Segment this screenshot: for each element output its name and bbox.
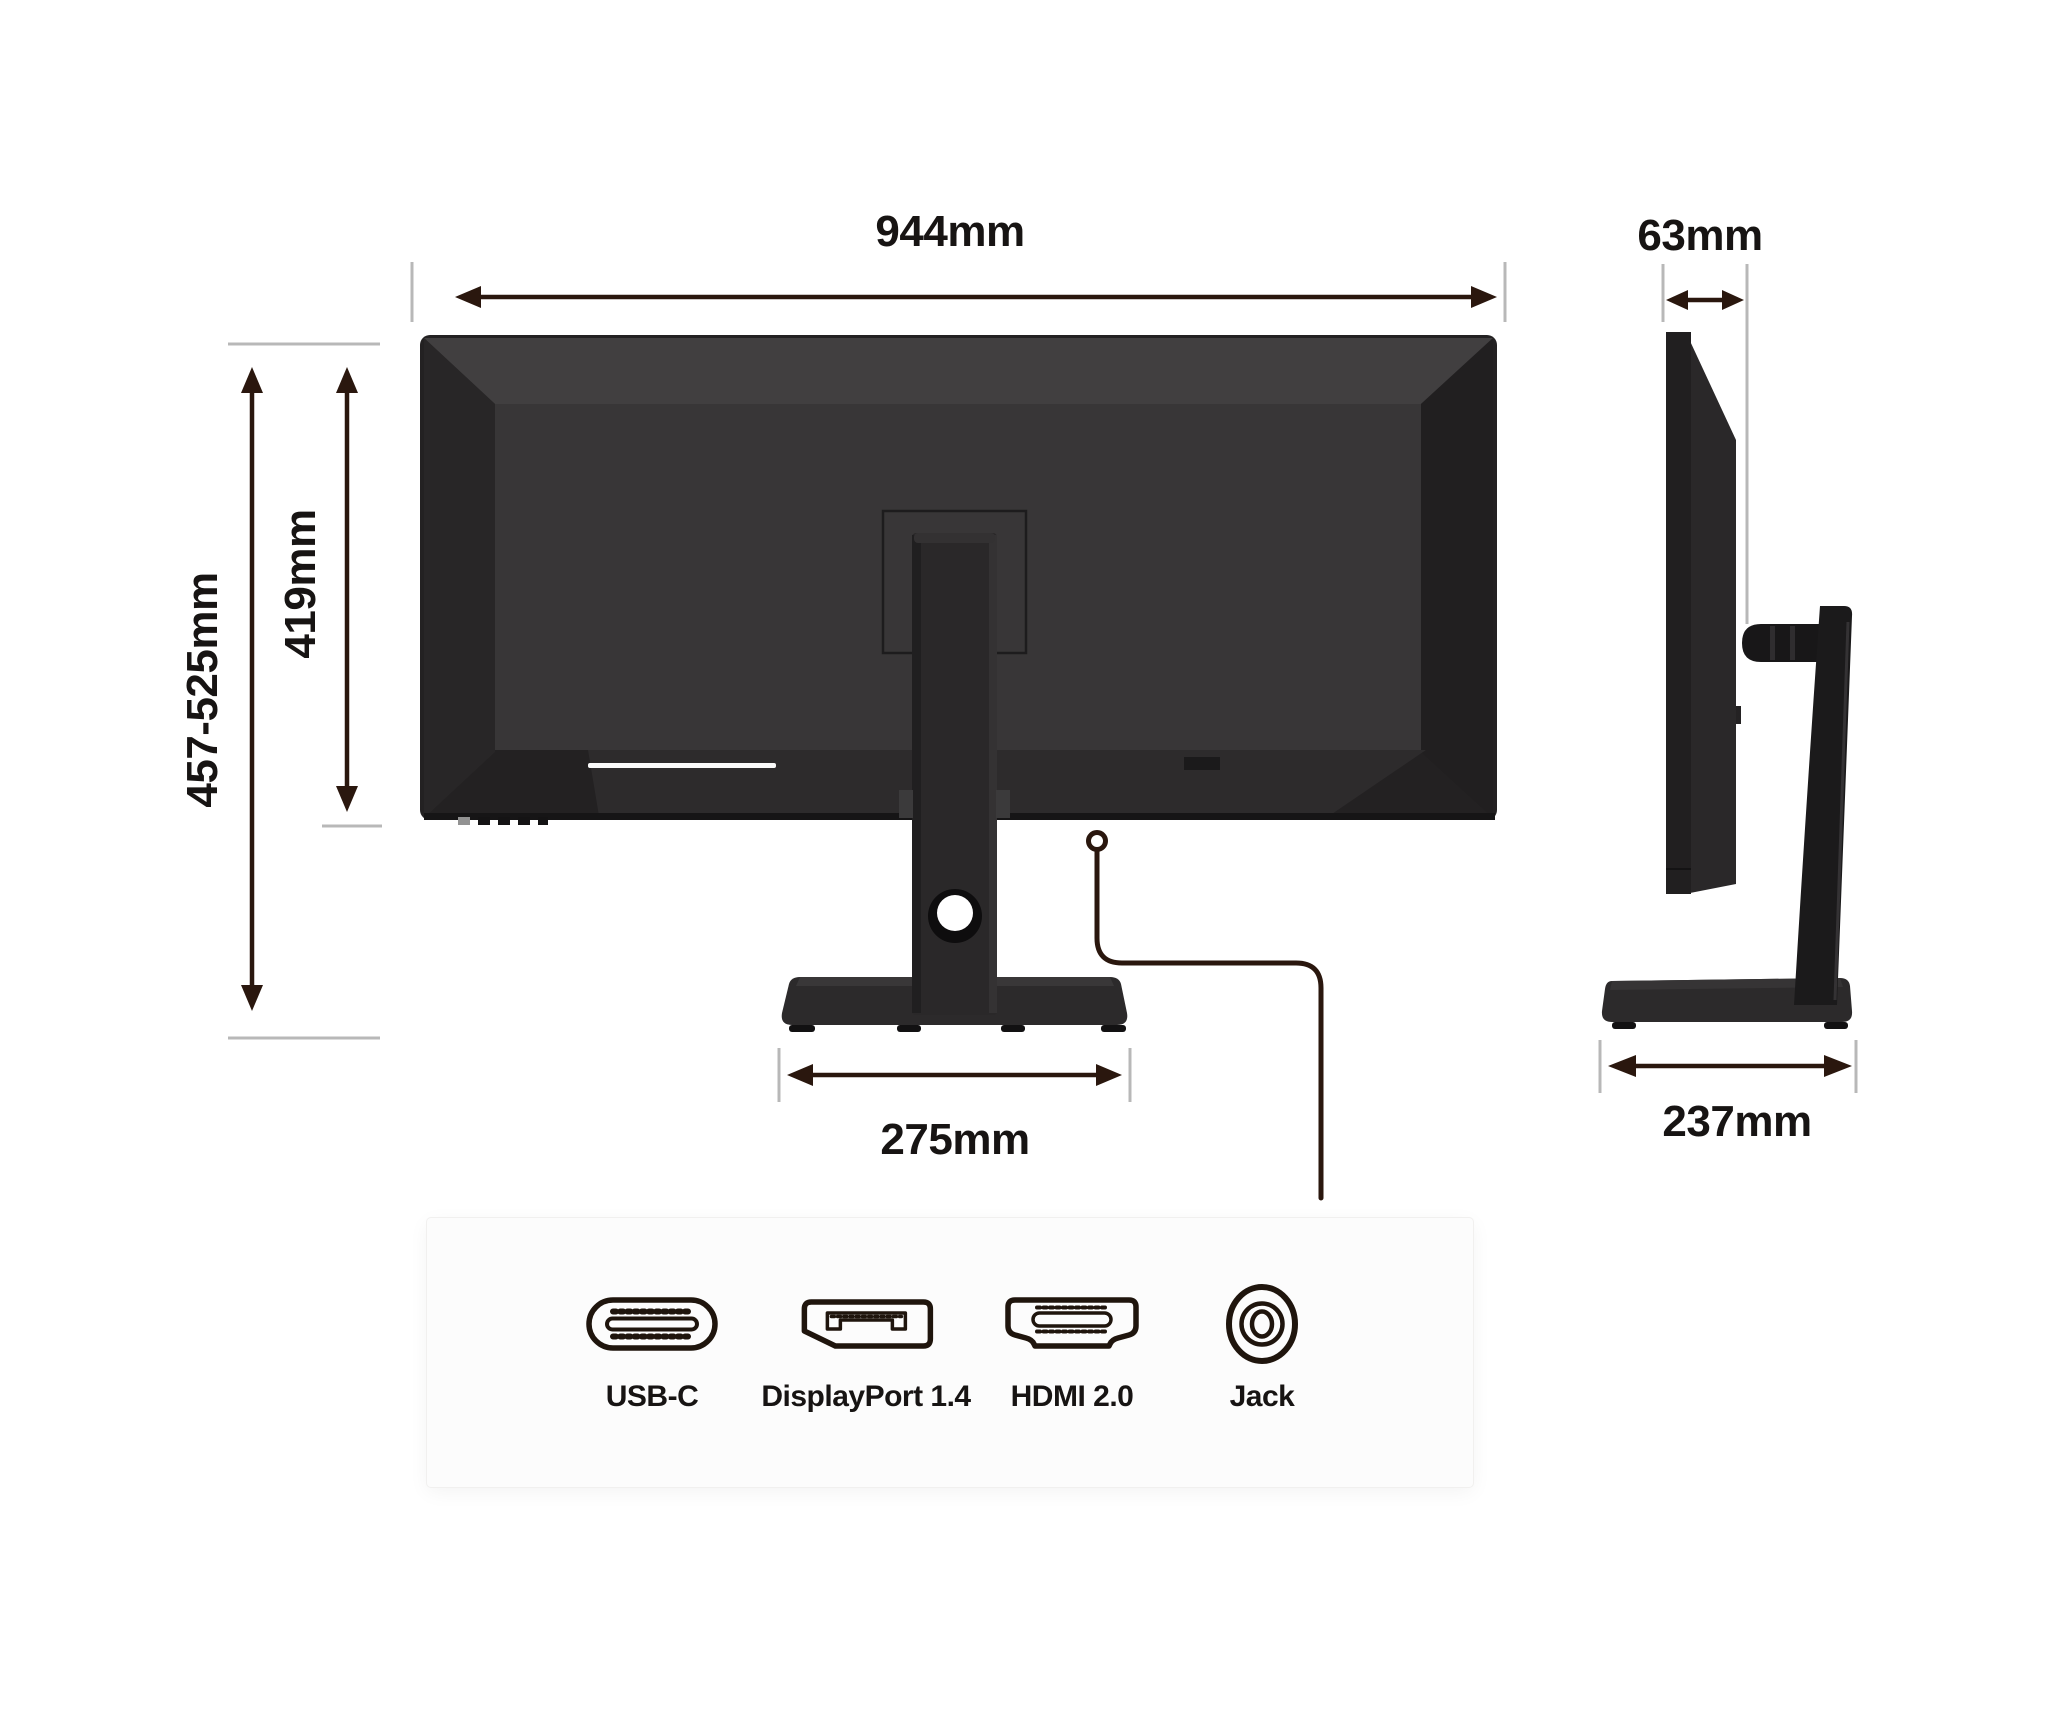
port-label: Jack xyxy=(1229,1380,1295,1413)
displayport-icon xyxy=(801,1299,933,1349)
base-foot xyxy=(897,1025,921,1032)
port-displayport: DisplayPort 1.4 xyxy=(761,1278,971,1414)
chin-highlight-strip xyxy=(588,763,776,768)
port-usb-c: USB-C xyxy=(585,1278,719,1414)
base-foot xyxy=(1001,1025,1025,1032)
hdmi-icon xyxy=(1005,1297,1139,1349)
jack-callout-dot xyxy=(1086,830,1108,852)
dim-stand-width-275 xyxy=(777,1048,1132,1102)
side-base-foot xyxy=(1612,1022,1636,1029)
stand-column xyxy=(912,533,997,1015)
dim-label-base-depth: 237mm xyxy=(1662,1097,1812,1146)
side-stand-column xyxy=(1794,606,1853,1005)
stand-column-right-edge xyxy=(989,535,997,1013)
dim-base-depth-237 xyxy=(1598,1040,1858,1093)
side-base-foot xyxy=(1824,1022,1848,1029)
usb-c-icon xyxy=(586,1297,718,1351)
dim-depth-63 xyxy=(1661,264,1749,624)
dim-panel-height-419 xyxy=(322,367,382,828)
cable-hole xyxy=(937,895,973,931)
jack-icon xyxy=(1226,1284,1298,1364)
side-hinge-arm xyxy=(1742,624,1822,662)
dim-label-depth: 63mm xyxy=(1637,211,1763,260)
port-label: HDMI 2.0 xyxy=(1010,1380,1134,1413)
jack-callout-line xyxy=(1094,847,1324,1201)
ports-panel: USB-C DisplayPort 1.4 HDM xyxy=(427,1218,1473,1487)
neck-tab-right xyxy=(996,790,1010,818)
chin-notch xyxy=(1184,757,1220,770)
port-label: DisplayPort 1.4 xyxy=(761,1380,971,1413)
side-column-highlight xyxy=(1833,621,1850,1001)
base-foot xyxy=(789,1025,815,1032)
port-label: USB-C xyxy=(605,1380,699,1413)
dim-label-width: 944mm xyxy=(875,207,1025,256)
dim-label-total-height: 457-525mm xyxy=(178,572,227,808)
side-back-housing xyxy=(1690,341,1736,893)
dim-label-stand-width: 275mm xyxy=(880,1115,1030,1164)
rear-view xyxy=(420,335,1497,1032)
side-housing-nub xyxy=(1736,706,1741,724)
side-front-slab xyxy=(1666,332,1691,894)
hinge-detail xyxy=(1790,626,1795,660)
port-jack: Jack xyxy=(1220,1278,1304,1414)
dim-label-panel-height: 419mm xyxy=(276,509,325,659)
port-hdmi: HDMI 2.0 xyxy=(1003,1278,1141,1414)
dimension-lines xyxy=(228,262,1858,1102)
osd-buttons xyxy=(458,817,548,825)
monitor-left-bevel xyxy=(424,338,495,818)
side-view xyxy=(1601,332,1853,1029)
hinge-detail xyxy=(1770,626,1775,660)
jack-callout xyxy=(1086,830,1324,1201)
base-foot xyxy=(1101,1025,1126,1032)
dim-width-944 xyxy=(410,262,1507,322)
monitor-top-bevel xyxy=(424,338,1493,404)
stand-column-left-edge xyxy=(912,535,921,1013)
column-top-cap xyxy=(914,533,995,543)
monitor-right-bevel xyxy=(1421,338,1493,818)
side-base-top-face xyxy=(1610,978,1843,990)
dim-total-height-457-525 xyxy=(228,367,380,1040)
neck-tab-left xyxy=(899,790,913,818)
